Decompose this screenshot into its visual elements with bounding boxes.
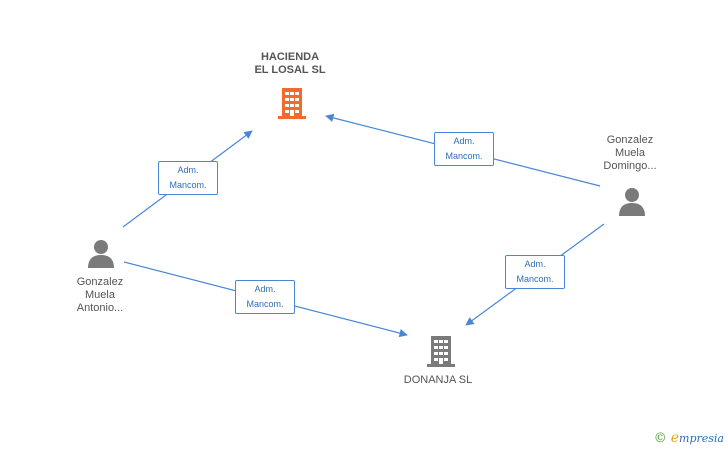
person-icon-antonio[interactable] <box>86 238 116 270</box>
edge-label-antonio-donanja: Adm. Mancom. <box>235 280 295 314</box>
edge-label-domingo-donanja: Adm. Mancom. <box>505 255 565 289</box>
copyright-icon: © <box>653 430 667 446</box>
brand-footer: © empresia <box>654 430 724 446</box>
edge-label-antonio-hacienda: Adm. Mancom. <box>158 161 218 195</box>
building-icon-donanja[interactable] <box>425 334 457 368</box>
node-donanja-label: DONANJA SL <box>403 374 473 386</box>
node-domingo-label: Gonzalez Muela Domingo... <box>603 134 657 172</box>
node-hacienda-label: HACIENDA EL LOSAL SL <box>254 51 326 76</box>
node-antonio-label: Gonzalez Muela Antonio... <box>76 276 124 314</box>
brand-logo: empresia <box>670 430 724 446</box>
edge-label-domingo-hacienda: Adm. Mancom. <box>434 132 494 166</box>
person-icon-domingo[interactable] <box>617 186 647 218</box>
building-icon-hacienda[interactable] <box>276 86 308 120</box>
